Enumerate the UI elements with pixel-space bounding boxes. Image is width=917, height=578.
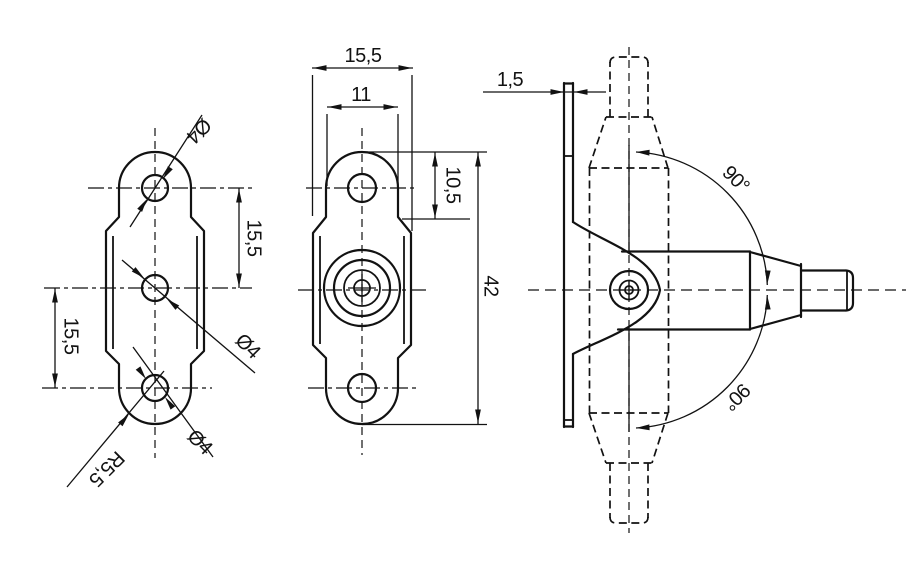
side-view-outline (562, 81, 855, 429)
dim-hole-top-dia: Ø4 (181, 114, 215, 148)
dim-overall-width: 15,5 (345, 45, 382, 67)
dim-end-radius: R5,5 (84, 446, 128, 490)
front-view-outline (311, 150, 413, 426)
hole-bottom (346, 372, 378, 404)
dim-plate-thickness: 1,5 (497, 69, 524, 91)
dim-hole-pitch-upper: 15,5 (243, 220, 265, 257)
dim-swing-up-angle: 90° (718, 162, 754, 198)
pivot-boss (322, 248, 402, 328)
dim-overall-height: 42 (480, 275, 502, 297)
dim-hole-mid-dia: Ø4 (231, 330, 265, 364)
dim-top-to-shoulder: 10,5 (442, 167, 464, 204)
hole-middle (140, 273, 170, 303)
hole-top (346, 172, 378, 204)
dim-hole-pitch-lower: 15,5 (60, 318, 82, 355)
hole-bottom (140, 373, 170, 403)
dim-swing-down-angle: 90° (719, 379, 755, 415)
dim-body-width: 11 (351, 84, 371, 106)
left-view-outline (104, 150, 206, 426)
hole-top (140, 173, 170, 203)
centerlines (42, 47, 906, 533)
